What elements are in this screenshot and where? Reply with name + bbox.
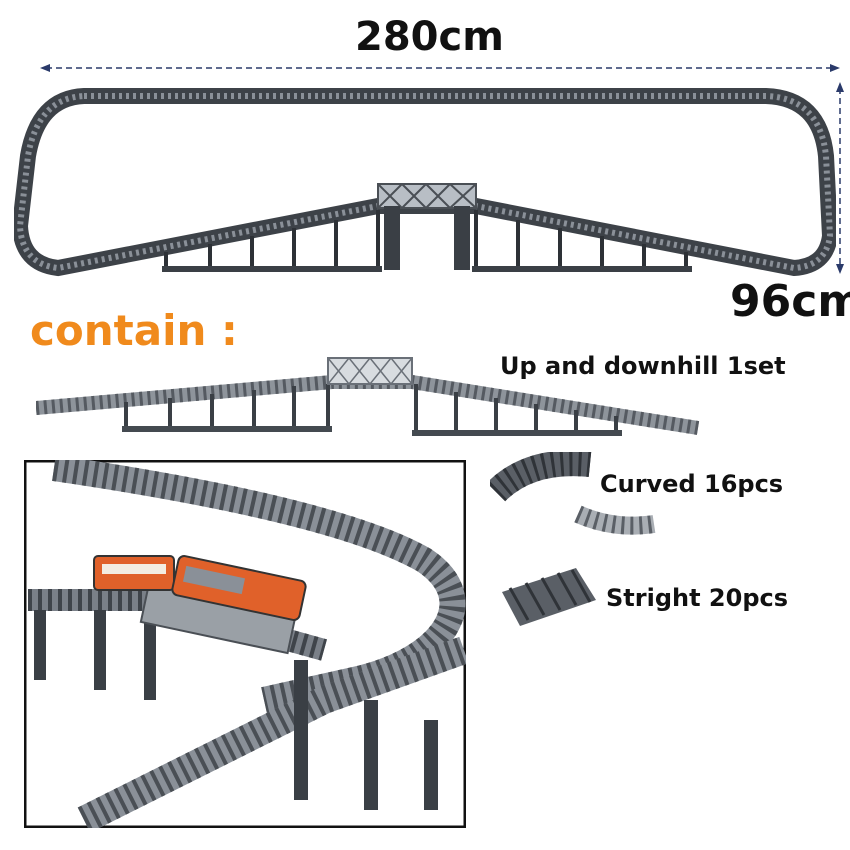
width-dimension-arrow	[40, 64, 840, 72]
curved-track-single-image	[574, 505, 656, 535]
track-layout-overview	[14, 88, 836, 277]
straight-label: Stright 20pcs	[606, 584, 789, 612]
height-dimension-label: 96cm	[730, 276, 850, 327]
train-scene-photo	[24, 460, 466, 828]
height-dimension-arrow	[836, 82, 844, 274]
curved-label: Curved 16pcs	[600, 470, 784, 498]
straight-track-pieces-image	[502, 568, 596, 626]
curved-track-pieces-image	[490, 452, 592, 502]
up-downhill-label: Up and downhill 1set	[500, 352, 786, 380]
up-downhill-set-image	[36, 357, 700, 436]
width-dimension-label: 280cm	[355, 14, 504, 60]
contain-heading: contain :	[30, 306, 238, 355]
